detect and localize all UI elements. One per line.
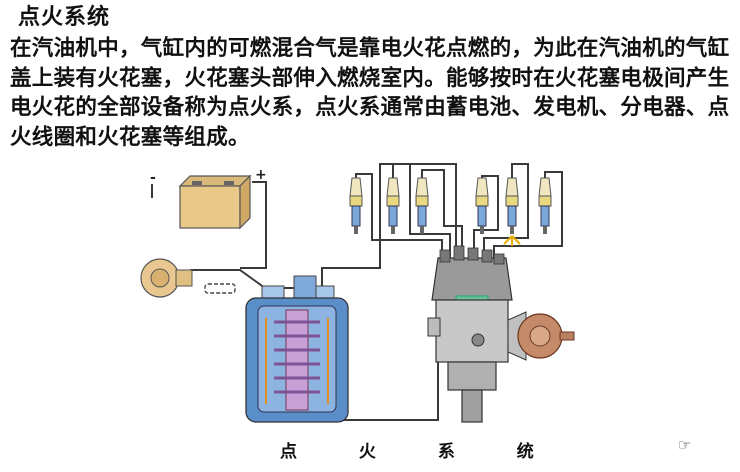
battery-plus-label: +: [255, 167, 267, 183]
diagram-caption: 点 火 系 统: [280, 442, 562, 462]
spark-plug: [475, 177, 489, 234]
ignition-coil: [245, 275, 349, 423]
spark-plug: [538, 177, 552, 234]
ballast-resistor: [204, 283, 236, 294]
battery: [178, 174, 252, 230]
hand-pointer-icon[interactable]: ☞: [678, 436, 692, 454]
spark-plug: [386, 177, 400, 234]
slide-body-text: 在汽油机中，气缸内的可燃混合气是靠电火花点燃的，为此在汽油机的气缸盖上装有火花塞…: [10, 36, 730, 150]
spark-plug: [415, 177, 429, 234]
spark-plug: [505, 177, 519, 234]
slide-title: 点火系统: [18, 5, 111, 30]
spark-icon: [503, 235, 521, 246]
ignition-switch: [140, 258, 193, 298]
spark-plugs: [349, 177, 552, 234]
battery-minus-label: -: [150, 170, 156, 186]
distributor: [427, 245, 513, 423]
spark-plug: [349, 177, 363, 234]
vacuum-advance-unit: [507, 311, 575, 361]
